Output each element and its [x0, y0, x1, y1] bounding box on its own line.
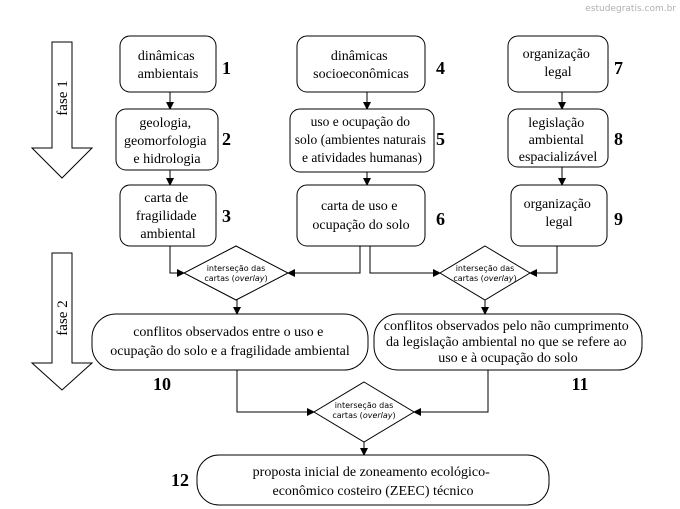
- box-12: proposta inicial de zoneamento ecológico…: [171, 454, 550, 506]
- box-11-line-1: conflitos observados pelo não cumpriment…: [384, 319, 629, 334]
- overlay-diamond-2: interseção das cartas (overlay): [439, 245, 531, 301]
- box-3-line-1: carta de: [144, 191, 188, 206]
- phase-1-label: fase 1: [55, 80, 71, 115]
- svg-text:interseção das: interseção das: [456, 264, 515, 273]
- svg-text:dinâmicas ambientais: dinâmicas ambientais: [138, 49, 199, 82]
- box-2-line-3: e hidrologia: [133, 152, 201, 167]
- diamond-3-line-2: cartas (overlay): [332, 411, 395, 420]
- box-6: carta de uso e ocupação do solo 6: [296, 184, 445, 247]
- svg-text:organização legal: organização legal: [524, 197, 595, 230]
- box-4-line-1: dinâmicas: [331, 49, 388, 64]
- box-3-line-2: fragilidade: [136, 209, 197, 224]
- box-10-line-2: ocupação do solo e a fragilidade ambient…: [110, 344, 350, 359]
- box-5: uso e ocupação do solo (ambientes natura…: [289, 108, 445, 173]
- box-1-line-2: ambientais: [138, 67, 199, 82]
- svg-text:carta de uso e ocupação: carta de uso e ocupação do solo: [312, 199, 409, 233]
- box-11-number: 11: [571, 374, 588, 394]
- box-8-line-3: espacializável: [519, 150, 598, 165]
- phase-1-arrow: fase 1: [30, 41, 94, 179]
- box-4: dinâmicas socioeconômicas 4: [296, 35, 445, 93]
- overlay-diamond-1: interseção das cartas (overlay): [182, 245, 290, 301]
- box-9-number: 9: [614, 209, 623, 229]
- box-12-line-2: econômico costeiro (ZEEC) técnico: [273, 484, 474, 499]
- box-10-number: 10: [153, 374, 171, 394]
- box-5-number: 5: [436, 129, 445, 149]
- box-8-line-1: legislação: [528, 116, 584, 131]
- box-7-number: 7: [614, 58, 623, 78]
- box-5-line-2: solo (ambientes naturais: [295, 132, 426, 147]
- svg-text:uso e ocupação do solo (: uso e ocupação do solo (ambientes natura…: [295, 114, 430, 165]
- box-6-line-1: carta de uso e: [321, 199, 398, 214]
- box-8-line-2: ambiental: [529, 133, 584, 148]
- connectors: [166, 92, 566, 456]
- box-10-line-1: conflitos observados entre o uso e: [133, 325, 323, 340]
- diamond-2-line-1: interseção das: [456, 264, 515, 273]
- box-1-number: 1: [222, 58, 231, 78]
- box-4-number: 4: [436, 58, 445, 78]
- box-1-line-1: dinâmicas: [138, 49, 195, 64]
- svg-text:proposta inicial de zoneamento: proposta inicial de zoneamento ecológico…: [253, 465, 494, 499]
- box-7: organização legal 7: [507, 35, 623, 93]
- box-6-line-2: ocupação do solo: [312, 218, 409, 233]
- watermark-text: estudegratis.com.br: [585, 4, 676, 14]
- box-10: conflitos observados entre o uso e ocupa…: [91, 313, 369, 394]
- box-2: geologia, geomorfologia e hidrologia 2: [115, 108, 231, 171]
- box-2-line-2: geomorfologia: [124, 134, 207, 149]
- diamond-1-line-2: cartas (overlay): [204, 274, 267, 283]
- box-11-line-2: da legislação ambiental no que se refere…: [386, 335, 627, 350]
- diamond-2-line-2: cartas (overlay): [453, 274, 516, 283]
- diamond-3-line-1: interseção das: [335, 401, 394, 410]
- box-2-line-1: geologia,: [139, 116, 191, 131]
- phase-2-label: fase 2: [55, 300, 71, 335]
- svg-text:geologia, geomorfologia: geologia, geomorfologia e hidrologia: [124, 116, 210, 167]
- svg-text:carta de fragilidade: carta de fragilidade ambiental: [136, 191, 200, 242]
- diamond-1-line-1: interseção das: [207, 264, 266, 273]
- box-2-number: 2: [222, 129, 231, 149]
- box-7-line-2: legal: [544, 65, 571, 80]
- svg-text:interseção das: interseção das: [335, 401, 394, 410]
- box-12-line-1: proposta inicial de zoneamento ecológico…: [253, 465, 490, 480]
- svg-text:dinâmicas socioeconômica: dinâmicas socioeconômicas: [313, 49, 409, 82]
- box-9-line-2: legal: [545, 215, 572, 230]
- box-3-line-3: ambiental: [140, 227, 195, 242]
- svg-text:interseção das: interseção das: [207, 264, 266, 273]
- box-8-number: 8: [614, 129, 623, 149]
- box-4-line-2: socioeconômicas: [313, 67, 409, 82]
- box-11-line-3: uso e à ocupação do solo: [438, 351, 578, 366]
- box-5-line-3: e atividades humanas): [302, 150, 422, 165]
- svg-text:organização legal: organização legal: [523, 47, 594, 80]
- box-3: carta de fragilidade ambiental 3: [119, 184, 231, 247]
- box-12-number: 12: [171, 470, 189, 490]
- box-9: organização legal 9: [510, 184, 623, 247]
- box-9-line-1: organização: [524, 197, 591, 212]
- svg-text:conflitos observados pelo não: conflitos observados pelo não cumpriment…: [384, 319, 632, 366]
- phase-2-arrow: fase 2: [30, 252, 94, 391]
- svg-text:conflitos observados entre o u: conflitos observados entre o uso e ocupa…: [110, 325, 350, 359]
- box-6-number: 6: [436, 209, 445, 229]
- svg-text:legislação ambiental: legislação ambiental espacializável: [519, 116, 598, 165]
- box-1: dinâmicas ambientais 1: [119, 35, 231, 93]
- box-3-number: 3: [222, 206, 231, 226]
- box-7-line-1: organização: [523, 47, 590, 62]
- box-5-line-1: uso e ocupação do: [311, 114, 411, 129]
- box-8: legislação ambiental espacializável 8: [507, 108, 623, 168]
- box-11: conflitos observados pelo não cumpriment…: [373, 313, 643, 394]
- overlay-diamond-3: interseção das cartas (overlay): [313, 381, 415, 443]
